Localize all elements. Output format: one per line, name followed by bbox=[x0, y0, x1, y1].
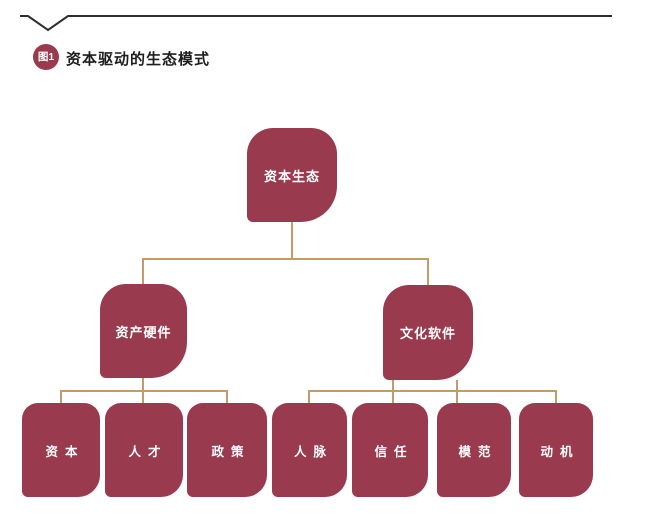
node-label: 动机 bbox=[540, 444, 580, 459]
node-capital-ecosystem: 资本生态 bbox=[247, 128, 337, 222]
node-role-model: 模范 bbox=[437, 403, 511, 497]
connector-culture-stub-right bbox=[456, 380, 458, 390]
connector-drop-role-model bbox=[456, 390, 458, 403]
figure-number-label: 图1 bbox=[37, 50, 55, 63]
connector-drop-motivation bbox=[555, 390, 557, 403]
connector-drop-talent bbox=[142, 390, 144, 403]
node-culture-software: 文化软件 bbox=[383, 285, 473, 380]
node-label: 人脉 bbox=[293, 444, 333, 459]
node-label: 资本 bbox=[45, 444, 85, 459]
connector-bus-asset bbox=[60, 390, 228, 392]
node-asset-hardware: 资产硬件 bbox=[100, 284, 187, 378]
connector-drop-trust bbox=[392, 390, 394, 403]
node-label: 人才 bbox=[128, 444, 168, 459]
node-policy: 政策 bbox=[187, 403, 267, 497]
connector-culture-stub-left bbox=[392, 380, 394, 390]
node-label: 信任 bbox=[374, 444, 414, 459]
figure-title: 资本驱动的生态模式 bbox=[66, 51, 211, 68]
connector-drop-culture bbox=[427, 258, 429, 285]
node-label: 文化软件 bbox=[399, 326, 456, 341]
connector-drop-capital bbox=[60, 390, 62, 403]
node-label: 资本生态 bbox=[263, 168, 320, 184]
connector-bus-level1 bbox=[142, 258, 429, 260]
node-motivation: 动机 bbox=[519, 403, 593, 497]
connector-drop-network bbox=[308, 390, 310, 403]
node-label: 资产硬件 bbox=[115, 324, 172, 340]
node-talent: 人才 bbox=[105, 403, 183, 497]
connector-root-stub bbox=[291, 222, 293, 258]
node-trust: 信任 bbox=[352, 403, 428, 497]
node-capital: 资本 bbox=[22, 403, 100, 497]
connector-bus-culture bbox=[308, 390, 557, 392]
top-rule-notched-line bbox=[20, 15, 612, 32]
node-network: 人脉 bbox=[272, 403, 347, 497]
connector-asset-stub bbox=[142, 378, 144, 390]
connector-drop-asset bbox=[142, 258, 144, 284]
connector-drop-policy bbox=[226, 390, 228, 403]
figure-number-badge: 图1 bbox=[33, 44, 59, 70]
node-label: 政策 bbox=[211, 444, 251, 459]
node-label: 模范 bbox=[458, 444, 498, 459]
